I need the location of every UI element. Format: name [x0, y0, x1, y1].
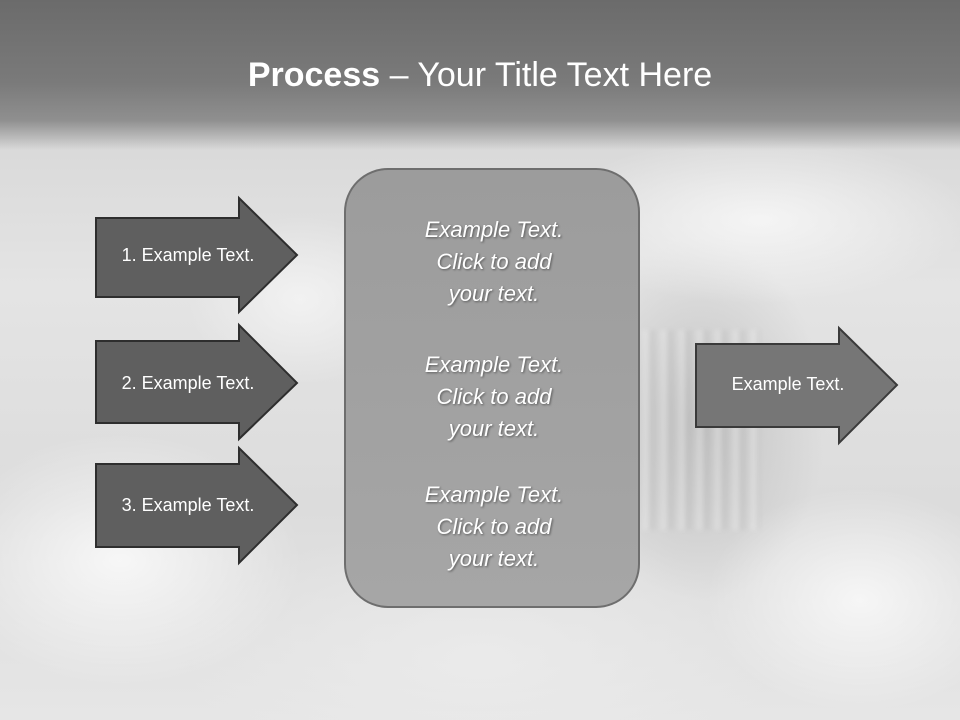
slide-title[interactable]: Process – Your Title Text Here: [0, 52, 960, 98]
panel-text-block-1[interactable]: Example Text. Click to add your text.: [346, 214, 642, 310]
step-arrow-3[interactable]: 3. Example Text.: [95, 445, 299, 566]
panel-line: your text.: [448, 416, 540, 441]
panel-line: Click to add: [436, 249, 552, 274]
panel-text-block-3[interactable]: Example Text. Click to add your text.: [346, 479, 642, 575]
panel-line: Click to add: [436, 514, 552, 539]
arrow-right-shape: [95, 195, 299, 315]
slide-title-bold: Process: [247, 56, 381, 94]
panel-text-block-2[interactable]: Example Text. Click to add your text.: [346, 349, 642, 445]
result-arrow-label: Example Text.: [731, 374, 845, 394]
panel-line: Example Text.: [424, 352, 564, 377]
result-arrow[interactable]: Example Text.: [695, 325, 899, 446]
panel-line: Example Text.: [424, 482, 564, 507]
arrow-right-shape: [95, 445, 299, 566]
center-text-panel[interactable]: Example Text. Click to add your text. Ex…: [344, 168, 640, 608]
step-arrow-1[interactable]: 1. Example Text.: [95, 195, 299, 315]
title-band: [0, 0, 960, 150]
slide-title-rest: – Your Title Text Here: [380, 56, 713, 94]
panel-line: your text.: [448, 546, 540, 571]
step-arrow-label: 3. Example Text.: [121, 495, 255, 515]
panel-line: Example Text.: [424, 217, 564, 242]
step-arrow-label: 2. Example Text.: [121, 373, 255, 393]
panel-line: Click to add: [436, 384, 552, 409]
panel-line: your text.: [448, 281, 540, 306]
step-arrow-label: 1. Example Text.: [121, 245, 255, 265]
arrow-right-shape: [95, 322, 299, 442]
step-arrow-2[interactable]: 2. Example Text.: [95, 322, 299, 442]
arrow-right-shape: [695, 325, 899, 446]
